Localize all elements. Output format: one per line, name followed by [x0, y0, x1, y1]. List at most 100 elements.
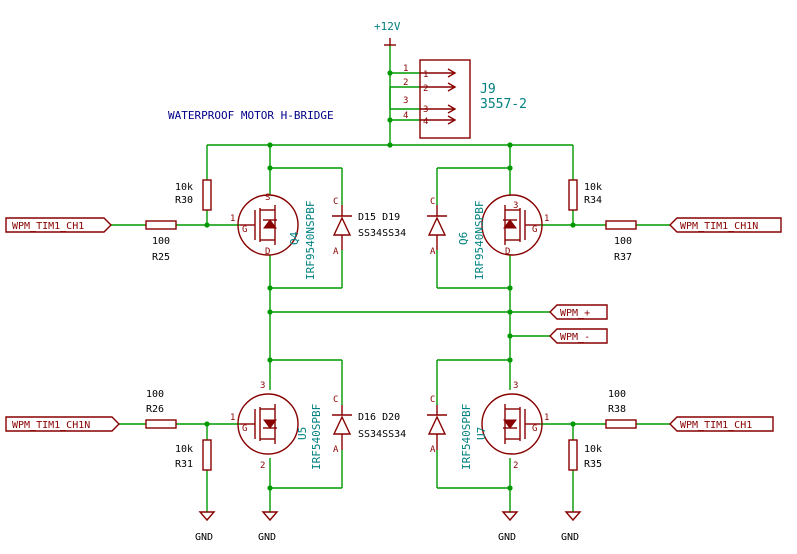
- svg-text:WPM_TIM1_CH1N: WPM_TIM1_CH1N: [12, 420, 90, 431]
- label-wpm-plus: WPM_+: [549, 304, 608, 320]
- wires: [110, 45, 670, 512]
- svg-text:WPM_+: WPM_+: [560, 308, 590, 319]
- svg-text:1: 1: [544, 413, 549, 423]
- gnd-symbol-1: GND: [195, 511, 216, 543]
- svg-text:3: 3: [423, 105, 428, 115]
- label-tim1-ch1n-right: WPM_TIM1_CH1N: [669, 217, 782, 233]
- connector-value: 3557-2: [480, 97, 527, 112]
- diode-bottom-left: C A D16 D20 SS34SS34: [332, 395, 406, 455]
- power-12v-label: +12V: [374, 20, 401, 33]
- svg-text:4: 4: [423, 117, 428, 127]
- gnd-label-1: GND: [195, 532, 213, 543]
- q6-value: IRF9540NSPBF: [473, 201, 486, 280]
- connector-ref: J9: [480, 82, 496, 97]
- diode-top-right: C A: [427, 197, 447, 257]
- svg-text:100: 100: [614, 236, 632, 247]
- svg-text:1: 1: [230, 413, 235, 423]
- svg-text:R31: R31: [175, 459, 193, 470]
- svg-text:R25: R25: [152, 252, 170, 263]
- svg-text:3: 3: [513, 201, 518, 211]
- svg-text:R34: R34: [584, 195, 602, 206]
- gnd-symbol-2: GND: [258, 511, 279, 543]
- resistor-r30: 10k R30: [175, 179, 212, 211]
- svg-text:100: 100: [146, 389, 164, 400]
- svg-text:A: A: [430, 445, 436, 455]
- diode-top-left: C A D15 D19 SS34SS34: [332, 197, 406, 257]
- q4-ref: Q4: [288, 231, 301, 245]
- svg-text:A: A: [430, 247, 436, 257]
- svg-text:2: 2: [403, 78, 408, 88]
- gnd-symbol-3: GND: [498, 511, 519, 543]
- svg-text:C: C: [430, 197, 435, 207]
- svg-text:WPM_TIM1_CH1: WPM_TIM1_CH1: [680, 420, 752, 431]
- svg-text:WPM_-: WPM_-: [560, 332, 590, 343]
- svg-text:R35: R35: [584, 459, 602, 470]
- junction-dots: [204, 70, 576, 491]
- svg-text:R37: R37: [614, 252, 632, 263]
- gnd-label-2: GND: [258, 532, 276, 543]
- svg-text:100: 100: [608, 389, 626, 400]
- svg-text:D: D: [265, 247, 270, 257]
- svg-text:3: 3: [513, 381, 518, 391]
- svg-text:1: 1: [423, 70, 428, 80]
- svg-text:C: C: [430, 395, 435, 405]
- svg-text:G: G: [532, 424, 537, 434]
- svg-text:4: 4: [403, 111, 408, 121]
- svg-text:R26: R26: [146, 404, 164, 415]
- svg-text:S: S: [265, 193, 270, 203]
- u7-value: IRF540SPBF: [460, 404, 473, 470]
- diodes-top-values: SS34SS34: [358, 228, 406, 239]
- svg-text:10k: 10k: [584, 444, 602, 455]
- u7-ref: U7: [475, 427, 488, 440]
- resistor-r34: 10k R34: [568, 179, 602, 211]
- svg-text:A: A: [333, 445, 339, 455]
- u5-ref: U5: [296, 427, 309, 440]
- gnd-symbol-4: GND: [561, 511, 582, 543]
- svg-text:3: 3: [260, 381, 265, 391]
- mosfet-u7: 1 G 3 2 U7 IRF540SPBF: [460, 381, 549, 471]
- diode-bottom-right: C A: [427, 395, 447, 455]
- svg-text:100: 100: [152, 236, 170, 247]
- resistor-r37: 100 R37: [605, 220, 637, 263]
- svg-text:10k: 10k: [175, 444, 193, 455]
- svg-text:1: 1: [403, 64, 408, 74]
- resistor-r25: 100 R25: [145, 220, 177, 263]
- diodes-bottom-values: SS34SS34: [358, 429, 406, 440]
- svg-text:G: G: [532, 225, 537, 235]
- svg-text:10k: 10k: [584, 182, 602, 193]
- resistor-r35: 10k R35: [568, 439, 602, 471]
- resistor-r26: 100 R26: [145, 389, 177, 429]
- gnd-label-4: GND: [561, 532, 579, 543]
- svg-text:3: 3: [403, 96, 408, 106]
- label-tim1-ch1n-left: WPM_TIM1_CH1N: [5, 416, 120, 432]
- label-tim1-ch1-right: WPM_TIM1_CH1: [669, 416, 774, 432]
- svg-text:10k: 10k: [175, 182, 193, 193]
- mosfet-u5: 1 G 3 2 U5 IRF540SPBF: [230, 381, 323, 471]
- resistor-r31: 10k R31: [175, 439, 212, 471]
- svg-text:1: 1: [544, 214, 549, 224]
- svg-text:A: A: [333, 247, 339, 257]
- connector-j9: 1 2 3 4 1 2 3 4 J9 3557-2: [403, 59, 527, 139]
- schematic-title: WATERPROOF MOTOR H-BRIDGE: [168, 109, 334, 122]
- svg-text:2: 2: [513, 461, 518, 471]
- svg-text:2: 2: [423, 84, 428, 94]
- q4-value: IRF9540NSPBF: [304, 201, 317, 280]
- label-wpm-minus: WPM_-: [549, 328, 608, 344]
- svg-text:G: G: [242, 225, 247, 235]
- diodes-top-refs: D15 D19: [358, 212, 400, 223]
- svg-text:C: C: [333, 395, 338, 405]
- u5-value: IRF540SPBF: [310, 404, 323, 470]
- diodes-bottom-refs: D16 D20: [358, 412, 400, 423]
- svg-text:G: G: [242, 424, 247, 434]
- svg-text:C: C: [333, 197, 338, 207]
- power-12v: +12V: [374, 20, 401, 46]
- resistor-r38: 100 R38: [605, 389, 637, 429]
- svg-text:R30: R30: [175, 195, 193, 206]
- svg-text:WPM_TIM1_CH1N: WPM_TIM1_CH1N: [680, 221, 758, 232]
- mosfet-q6: 1 G 3 D Q6 IRF9540NSPBF: [457, 194, 549, 280]
- svg-text:1: 1: [230, 214, 235, 224]
- svg-text:2: 2: [260, 461, 265, 471]
- svg-text:WPM_TIM1_CH1: WPM_TIM1_CH1: [12, 221, 84, 232]
- svg-text:D: D: [505, 247, 510, 257]
